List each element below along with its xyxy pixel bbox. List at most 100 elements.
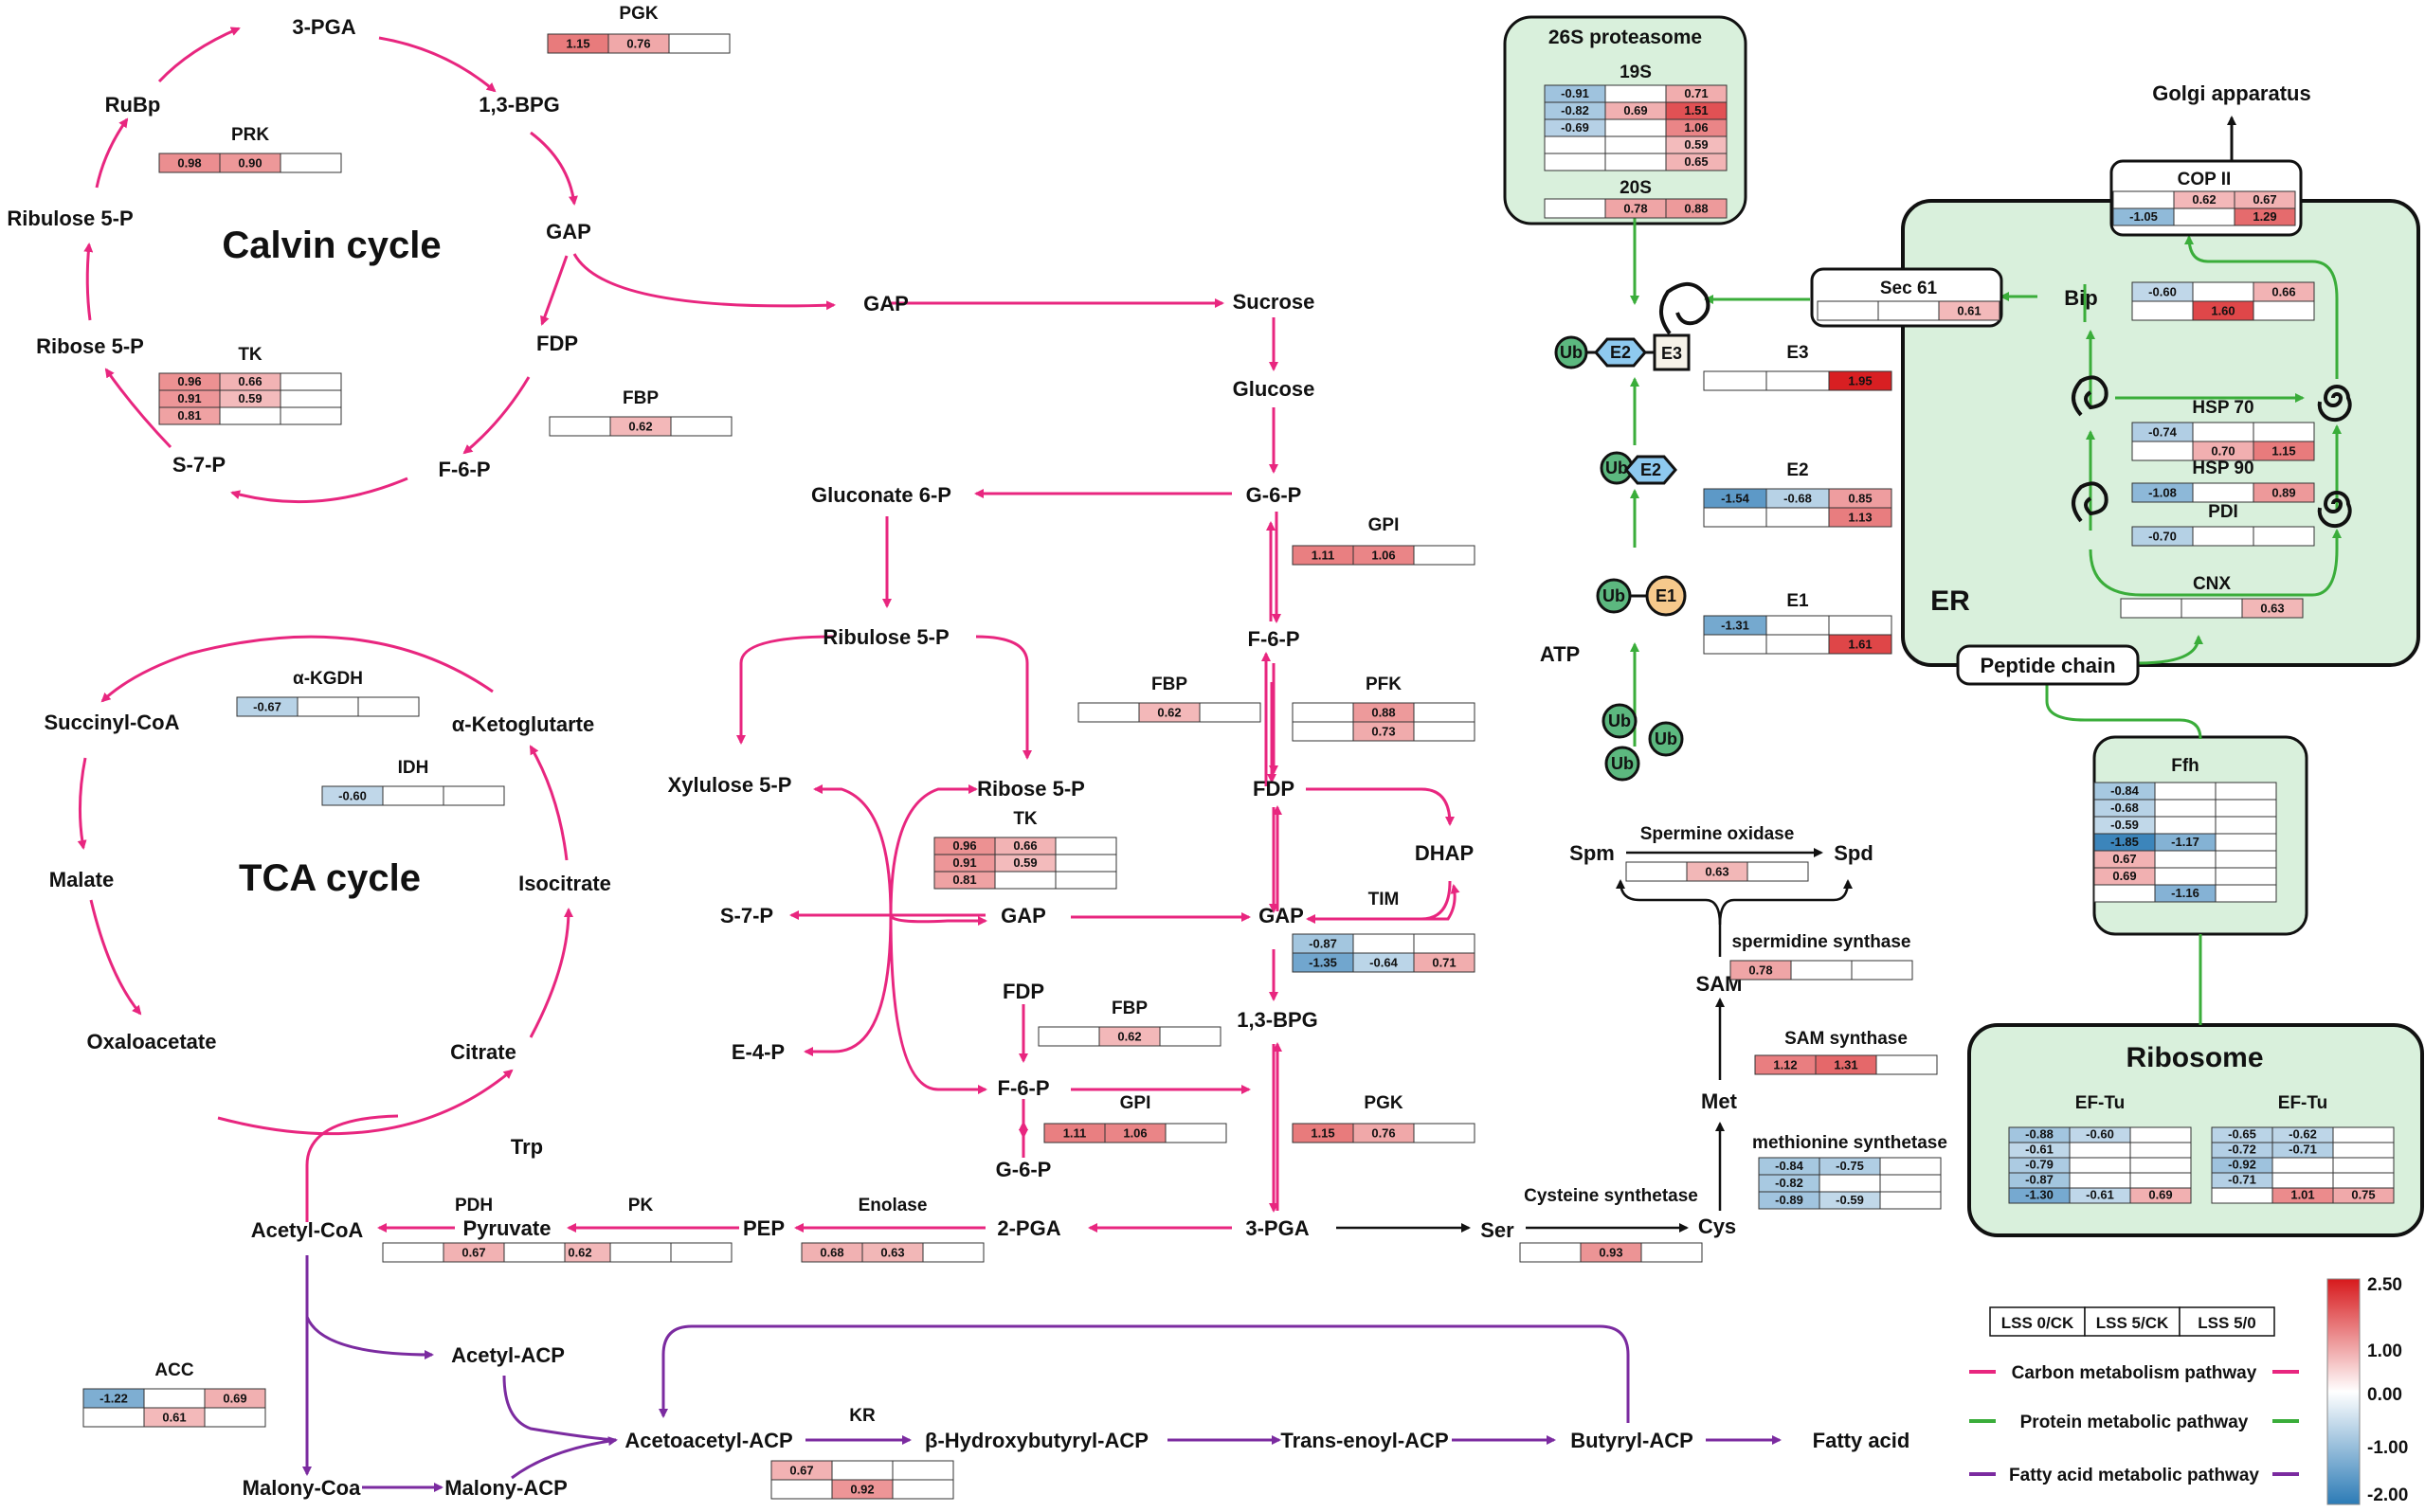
heatmap-title-fbp2: FBP <box>1151 675 1187 694</box>
peptide-box[interactable] <box>1956 644 2140 686</box>
heatmap-cell <box>2129 1142 2192 1159</box>
unfolded-protein-icon <box>2072 375 2108 417</box>
legend-pathway-protein: Protein metabolic pathway <box>2020 1413 2249 1432</box>
heatmap-cell <box>2215 833 2277 852</box>
heatmap-value: -0.84 <box>2110 783 2139 798</box>
heatmap-cell <box>2154 850 2217 869</box>
heatmap-title-p20s: 20S <box>1620 178 1652 198</box>
heatmap-cell <box>357 696 420 717</box>
ub-free-icon <box>1602 703 1638 739</box>
node-rib: Ribose 5-P <box>977 777 1085 801</box>
heatmap-value: 1.15 <box>2271 443 2295 458</box>
ub-free-icon-2 <box>1648 721 1684 757</box>
heatmap-title-cnx: CNX <box>2193 574 2231 594</box>
heatmap-cell <box>503 1242 566 1263</box>
node-pep: PEP <box>743 1216 785 1240</box>
heatmap-value: 0.91 <box>177 391 201 405</box>
ub-label-e3: Ub <box>1560 343 1583 362</box>
calvin-r5p: Ribose 5-P <box>36 334 144 358</box>
tca-malate: Malate <box>49 868 114 891</box>
heatmap-title-methionine: methionine synthetase <box>1752 1133 1947 1153</box>
er-glyphs <box>2072 375 2352 529</box>
heatmap-cell <box>2241 598 2304 619</box>
heatmap-cell <box>1765 507 1830 528</box>
heatmap-title-kr: KR <box>849 1406 876 1426</box>
heatmap-cell <box>1790 960 1853 981</box>
node-xyl: Xylulose 5-P <box>668 773 792 797</box>
heatmap-value: 0.66 <box>238 374 262 388</box>
legend-col-1: LSS 0/CK <box>2001 1314 2074 1332</box>
heatmap-cell <box>280 389 342 408</box>
heatmap-value: 1.06 <box>1371 548 1395 562</box>
heatmap-cell <box>1544 153 1606 171</box>
heatmap-cell <box>1544 135 1606 154</box>
e3-label: E3 <box>1661 344 1682 363</box>
heatmap-value: 1.29 <box>2253 209 2276 224</box>
heatmap-cell <box>770 1479 833 1500</box>
heatmap-cell <box>2332 1187 2395 1204</box>
heatmap-value: 1.31 <box>1834 1057 1857 1071</box>
heatmap-cell <box>831 1460 894 1481</box>
heatmap-title-enolase: Enolase <box>859 1196 928 1215</box>
heatmap-cell <box>280 153 342 173</box>
heatmap-cell <box>2181 598 2243 619</box>
heatmap-value: -0.60 <box>2086 1127 2114 1142</box>
heatmap-cell <box>2253 422 2315 442</box>
heatmap-cell <box>2332 1172 2395 1189</box>
heatmap-cell <box>2129 1126 2192 1143</box>
node-fdp2: FDP <box>1003 980 1044 1003</box>
heatmap-title-prk: PRK <box>231 125 269 145</box>
node-peptide[interactable]: Peptide chain <box>1980 654 2115 677</box>
heatmap-value: 0.76 <box>626 36 650 50</box>
tca-citrate: Citrate <box>450 1040 516 1064</box>
heatmap-cell <box>2215 799 2277 818</box>
calvin-3pga: 3-PGA <box>292 15 355 39</box>
heatmap-value: -0.59 <box>1836 1193 1864 1207</box>
heatmap-cell <box>1665 153 1728 171</box>
heatmap-title-tim: TIM <box>1368 890 1400 909</box>
calvin-f6p: F-6-P <box>439 458 491 481</box>
node-e4p: E-4-P <box>732 1040 785 1064</box>
node-bip: Bip <box>2064 286 2097 310</box>
node-gap-mid: GAP <box>863 292 909 315</box>
heatmap-cell <box>892 1460 954 1481</box>
heatmap-cell <box>1352 933 1415 954</box>
heatmap-value: -1.16 <box>2171 886 2199 900</box>
node-met: Met <box>1701 1089 1738 1113</box>
calvin-s7p: S-7-P <box>172 453 226 477</box>
node-2pga: 2-PGA <box>997 1216 1060 1240</box>
heatmap-value: -1.54 <box>1721 491 1749 505</box>
heatmap-value: -1.17 <box>2171 835 2199 849</box>
heatmap-cell <box>2173 207 2235 226</box>
e1-label: E1 <box>1656 586 1676 605</box>
heatmap-cell <box>994 871 1057 890</box>
heatmap-cell <box>2129 1172 2192 1189</box>
heatmap-cell <box>2253 526 2315 547</box>
heatmap-cell <box>1703 370 1767 391</box>
heatmap-cell <box>2215 850 2277 869</box>
heatmap-value: -1.05 <box>2129 209 2158 224</box>
heatmap-cell <box>2112 190 2175 209</box>
tca-succinyl: Succinyl-CoA <box>44 711 179 734</box>
heatmap-value: 0.91 <box>952 855 976 870</box>
heatmap-value: 0.69 <box>2112 869 2136 883</box>
heatmap-e3: E31.95 <box>1703 343 1892 391</box>
heatmap-cell <box>1413 721 1475 742</box>
calvin-cycle-arrows <box>83 27 836 504</box>
node-fdp3: FDP <box>1253 777 1294 801</box>
heatmap-value: -1.35 <box>1309 955 1337 969</box>
heatmap-cell <box>2234 207 2296 226</box>
heatmap-value: -0.68 <box>1783 491 1812 505</box>
heatmap-value: 0.92 <box>850 1482 874 1496</box>
heatmap-value: 0.81 <box>952 873 976 887</box>
heatmap-cell <box>1828 615 1892 636</box>
legend-columns: LSS 0/CK LSS 5/CK LSS 5/0 <box>1989 1306 2275 1337</box>
calvin-rubp: RuBp <box>105 93 161 117</box>
heatmap-cell <box>2332 1142 2395 1159</box>
